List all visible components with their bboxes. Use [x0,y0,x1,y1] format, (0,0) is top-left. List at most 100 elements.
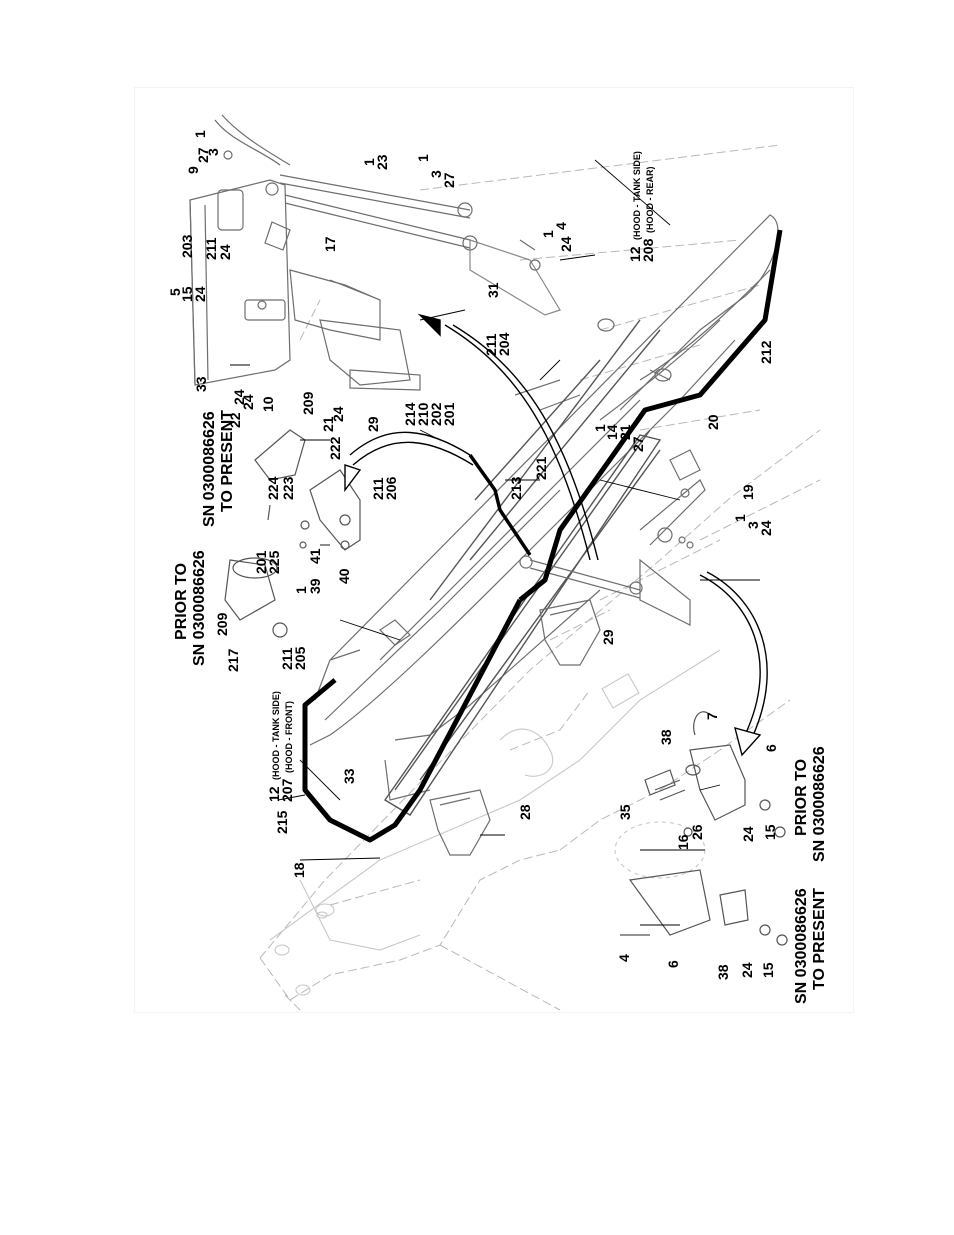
callout: 211 [370,477,386,500]
callout-labels: 1 3 27 9 1 23 1 3 27 203 211 24 5 15 24 … [167,130,779,980]
leader-lines [230,159,760,926]
note-sn-present-line1: SN 0300086626 [201,411,218,527]
callout: 223 [280,476,296,500]
diagram-frame [134,87,854,1013]
hood-frame-rails [383,319,662,816]
callout: 209 [300,391,316,415]
callout: 24 [217,244,233,260]
callout: 15 [760,962,776,978]
callout: 215 [274,810,290,834]
callout: 1 [361,158,377,166]
callout: 22 [227,412,243,428]
callout: 210 [415,402,431,426]
callout: 5 [167,288,183,296]
callout: 23 [374,154,390,170]
callout: 24 [558,236,574,252]
callout: 1 [592,424,608,432]
callout-hood-rear-208-note: (HOOD - REAR) [645,167,655,234]
callout: 39 [307,578,323,594]
serial-notes: SN 0300086626 TO PRESENT PRIOR TO SN 030… [173,410,828,1004]
callout: 24 [739,962,755,978]
note-prior-line1: PRIOR TO [173,563,190,640]
callout: 211 [483,333,499,356]
callout: 38 [715,964,731,980]
callout: 24 [231,389,247,405]
callout: 19 [740,484,756,500]
callout: 224 [265,476,281,500]
callout: 41 [307,548,323,564]
note-sn-present-line2: TO PRESENT [219,410,236,512]
callout: 6 [763,744,779,752]
note-sn2-line1: SN 0300086626 [793,888,810,1004]
callout: 201 [441,402,457,426]
callout: 38 [658,729,674,745]
note-prior-line2: SN 0300086626 [191,550,208,666]
callout: 211 [279,647,295,670]
callout: 27 [195,147,211,163]
callout: 203 [179,234,195,258]
hinge-assembly [189,114,561,391]
machine-body-phantom [259,144,821,1011]
callout: 29 [365,416,381,432]
mount-brackets [429,599,601,856]
callout: 222 [327,436,343,460]
callout-hood-rear-note: (HOOD - TANK SIDE) [632,151,642,240]
callout: 4 [616,954,632,962]
callout: 27 [441,172,457,188]
callout: 1 [192,130,208,138]
callout: 15 [179,286,195,302]
callout: 201 [253,550,269,574]
callout-hood-front-207-note: (HOOD - FRONT) [284,701,294,773]
callout: 1 [540,230,556,238]
callout: 209 [214,612,230,636]
callout: 7 [704,712,720,720]
callout: 1 [415,154,431,162]
callout: 4 [553,222,569,230]
callout: 1 [732,514,748,522]
callout: 15 [762,824,778,840]
hood-seals [302,229,783,843]
note-prior2-line1: PRIOR TO [793,759,810,836]
callout: 9 [185,166,201,174]
callout: 212 [758,340,774,364]
callout: 27 [630,436,646,452]
callout: 33 [193,376,209,392]
hood-seal-thin [468,453,532,556]
callout: 24 [192,286,208,302]
callout: 14 [604,424,620,440]
callout: 6 [665,960,681,968]
callout-hood-front-207: 207 [279,778,295,802]
callout: 40 [336,568,352,584]
latch-parts [224,429,361,638]
callout: 24 [330,406,346,422]
hood-callouts: 12 (HOOD - TANK SIDE) 208 (HOOD - REAR) … [266,151,656,802]
assembly-arrows [344,313,768,757]
callout: 29 [600,629,616,645]
callout: 26 [689,824,705,840]
callout: 202 [428,402,444,426]
callout: 24 [758,520,774,536]
callout-hood-front-12: 12 [266,786,282,802]
callout: 3 [428,170,444,178]
hood-panel [309,214,779,801]
callout: 214 [402,402,418,426]
callout: 35 [617,804,633,820]
callout: 10 [260,396,276,412]
note-prior2-line2: SN 0300086626 [811,746,828,862]
callout: 31 [485,282,501,298]
callout: 204 [496,332,512,356]
callout: 225 [266,550,282,574]
callout: 211 [203,237,219,260]
callout: 217 [225,648,241,672]
callout-hood-rear-208: 208 [640,238,656,262]
callout: 205 [292,646,308,670]
callout: 20 [705,414,721,430]
callout: 3 [745,521,761,529]
callout: 21 [320,416,336,432]
callout: 221 [533,456,549,480]
callout: 1 [293,586,309,594]
callout: 3 [205,148,221,156]
callout: 213 [508,476,524,500]
